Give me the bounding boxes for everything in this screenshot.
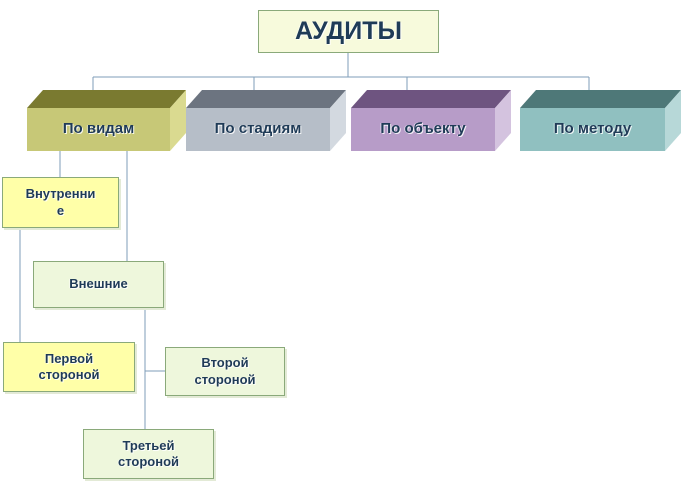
box-top (186, 90, 346, 108)
category-label-po-stadiyam: По стадиям (214, 120, 302, 138)
root-node-audits: АУДИТЫ (258, 10, 439, 53)
node-first-party: Первой стороной (3, 342, 135, 392)
box-side (330, 90, 346, 151)
box-top (351, 90, 511, 108)
node-third-party: Третьей стороной (83, 429, 214, 479)
category-label-po-vidam: По видам (62, 120, 135, 138)
node-third-party-label: Третьей стороной (117, 437, 180, 469)
node-internal: Внутренни е (2, 177, 119, 228)
box-side (170, 90, 186, 151)
node-second-party-label: Второй стороной (194, 355, 256, 387)
category-label-po-obektu: По объекту (380, 120, 466, 138)
node-second-party: Второй стороной (165, 347, 285, 396)
box-side (665, 90, 681, 151)
box-front (186, 108, 330, 151)
node-first-party-label: Первой стороной (38, 350, 100, 382)
box-front (27, 108, 170, 151)
box-top (27, 90, 186, 108)
node-external: Внешние (33, 261, 164, 308)
box-front (520, 108, 665, 151)
category-label-po-metodu: По методу (553, 120, 632, 138)
box-front (351, 108, 495, 151)
box-top (520, 90, 681, 108)
node-internal-label: Внутренни е (25, 186, 96, 218)
box-side (495, 90, 511, 151)
node-external-label: Внешние (69, 276, 128, 292)
root-label: АУДИТЫ (295, 16, 402, 45)
